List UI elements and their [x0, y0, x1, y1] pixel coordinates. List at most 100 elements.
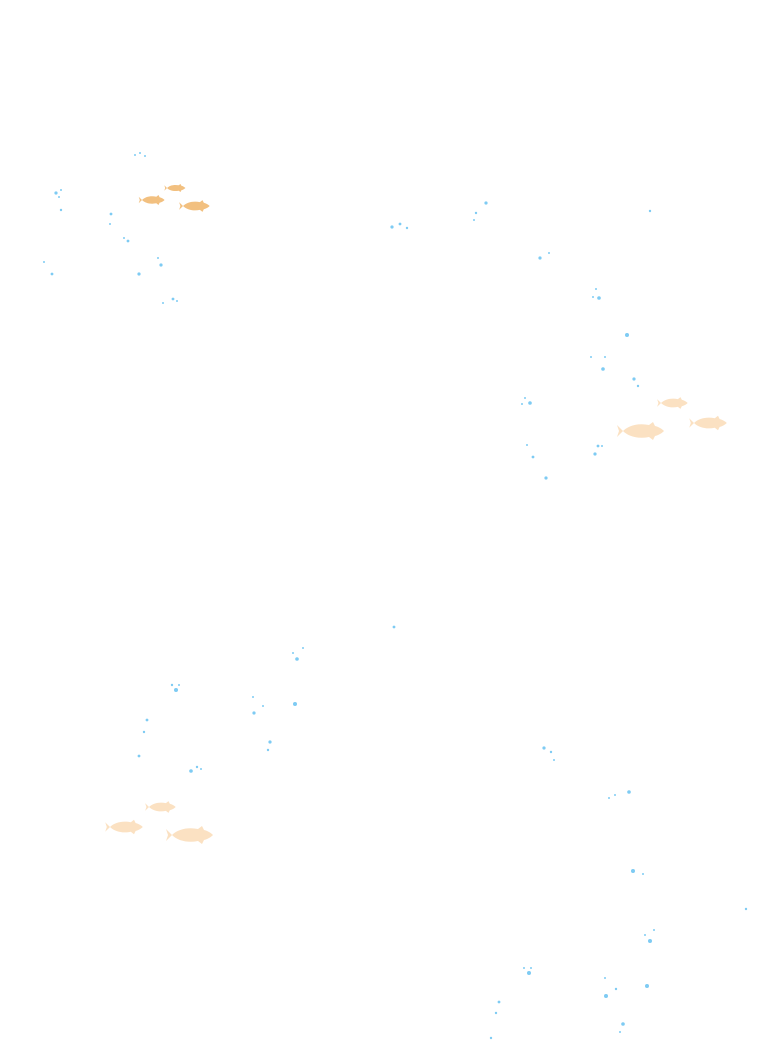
bubble — [632, 377, 636, 381]
bubble — [527, 971, 531, 975]
bubble — [648, 209, 652, 213]
bubble — [189, 769, 193, 773]
bubble — [195, 765, 199, 769]
fish-icon — [105, 819, 143, 835]
bubble — [484, 201, 488, 205]
bubble — [531, 455, 535, 459]
bubble — [521, 403, 523, 405]
bubble — [60, 189, 62, 191]
fish-icon — [164, 183, 186, 193]
bubble — [398, 222, 402, 226]
bubble — [614, 987, 618, 991]
bubble — [636, 384, 640, 388]
bubble — [497, 1000, 501, 1004]
bubble — [653, 929, 655, 931]
bubble — [293, 702, 297, 706]
bubble — [176, 300, 178, 302]
bubble — [553, 759, 555, 761]
bubble — [302, 647, 304, 649]
bubble — [542, 746, 546, 750]
bubble — [145, 718, 149, 722]
bubble — [530, 967, 532, 969]
bubble — [528, 401, 532, 405]
bubble — [268, 740, 272, 744]
bubble — [601, 445, 603, 447]
fish-icon — [689, 415, 727, 431]
bubble — [139, 152, 141, 154]
bubble — [494, 1011, 498, 1015]
bubble — [171, 297, 175, 301]
bubble — [597, 296, 601, 300]
bubble — [200, 768, 202, 770]
bubble — [621, 1022, 625, 1026]
bubble — [43, 261, 45, 263]
bubble — [595, 288, 597, 290]
bubble — [142, 730, 146, 734]
bubble — [631, 869, 635, 873]
bubble — [526, 444, 528, 446]
bubble — [59, 208, 63, 212]
bubble — [604, 977, 606, 979]
bubble — [625, 333, 629, 337]
bubble — [592, 296, 594, 298]
bubble — [262, 705, 264, 707]
bubble — [295, 657, 299, 661]
bubble — [58, 196, 60, 198]
bubble — [627, 790, 631, 794]
bubble — [174, 688, 178, 692]
bubble — [614, 794, 616, 796]
bubble — [474, 211, 478, 215]
fish-layer — [105, 183, 727, 844]
bubble — [392, 625, 396, 629]
bubble — [137, 272, 141, 276]
bubble — [619, 1031, 621, 1033]
bubble — [157, 257, 159, 259]
bubble — [144, 155, 146, 157]
bubble — [524, 397, 526, 399]
bubble — [549, 750, 553, 754]
bubble — [123, 237, 125, 239]
bubble — [109, 212, 113, 216]
bubble — [137, 754, 141, 758]
bubble — [473, 219, 475, 221]
fish-icon — [138, 195, 165, 205]
fish-school-top-left — [138, 183, 210, 212]
bubble — [405, 226, 409, 230]
bubble — [644, 934, 646, 936]
fish-icon — [617, 422, 664, 440]
bubble — [596, 444, 600, 448]
fish-icon — [657, 397, 688, 409]
bubble — [489, 1036, 493, 1040]
bubble — [645, 984, 649, 988]
bubble — [593, 452, 597, 456]
bubble — [162, 302, 164, 304]
bubble — [266, 748, 270, 752]
bubble — [292, 652, 294, 654]
bubbles-layer — [43, 152, 748, 1040]
fish-icon — [145, 801, 176, 813]
bubble — [642, 873, 644, 875]
bubble — [608, 797, 610, 799]
bubble — [538, 256, 542, 260]
bubble — [744, 907, 748, 911]
bubble — [390, 225, 394, 229]
bubble — [648, 939, 652, 943]
fish-icon — [179, 200, 210, 212]
bubble — [590, 356, 592, 358]
bubble — [604, 994, 608, 998]
bubble — [170, 683, 174, 687]
bubble — [159, 263, 163, 267]
bubble — [544, 476, 548, 480]
bubble — [252, 696, 254, 698]
bubble — [178, 684, 180, 686]
fish-school-bottom-left — [105, 801, 213, 844]
fish-school-right-middle — [617, 397, 727, 440]
bubble — [54, 191, 58, 195]
bubble — [126, 239, 130, 243]
bubble — [109, 223, 111, 225]
bubble — [523, 967, 525, 969]
bubble — [548, 252, 550, 254]
bubble — [50, 272, 54, 276]
bubble — [134, 154, 136, 156]
